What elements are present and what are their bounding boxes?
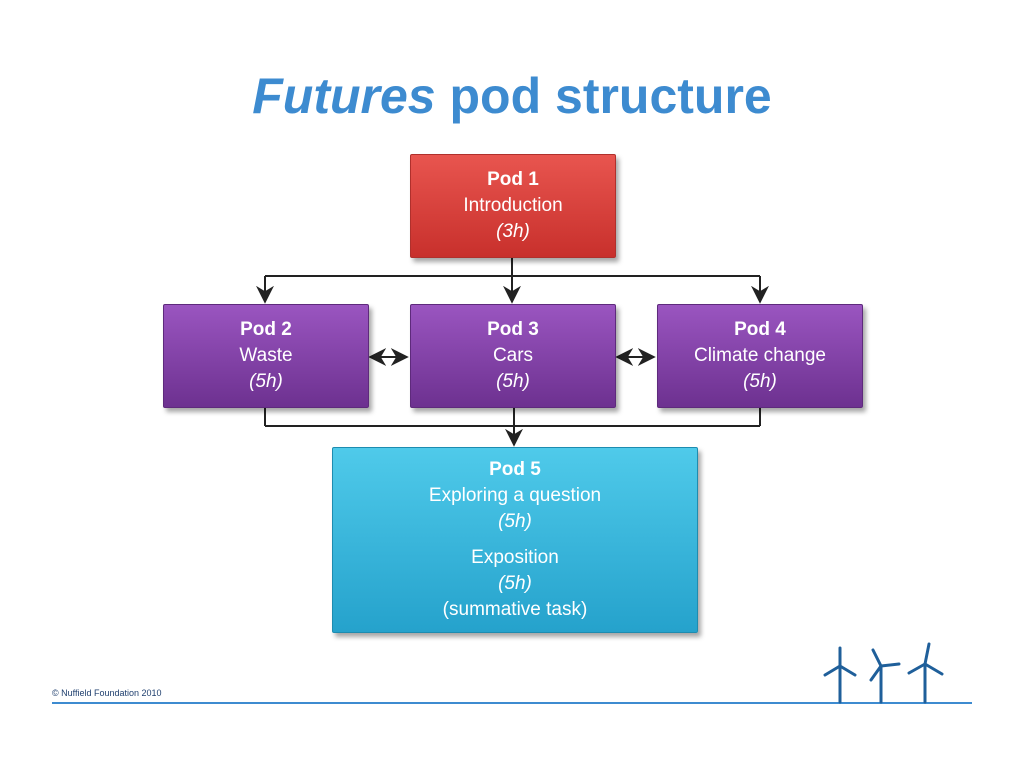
page-title: Futures pod structure — [0, 64, 1024, 128]
pod-3-hours: (5h) — [496, 371, 530, 392]
footer-divider — [52, 702, 972, 704]
pod-4-hours: (5h) — [743, 371, 777, 392]
pod-1-name: Pod 1 — [487, 169, 539, 190]
pod-4-box: Pod 4 Climate change (5h) — [657, 304, 863, 408]
pod-2-hours: (5h) — [249, 371, 283, 392]
pod-5-topic: Exploring a question — [428, 485, 602, 506]
wind-turbine-icon — [823, 646, 857, 704]
wind-turbine-icon — [907, 642, 944, 704]
wind-turbines-logo — [823, 642, 944, 704]
copyright-footer: © Nuffield Foundation 2010 — [52, 688, 162, 698]
pod-3-box: Pod 3 Cars (5h) — [410, 304, 616, 408]
title-italic: Futures — [252, 68, 436, 124]
pod-1-topic: Introduction — [463, 195, 563, 216]
pod-2-topic: Waste — [239, 345, 293, 366]
pod-5-note: (summative task) — [442, 599, 588, 620]
pod-4-topic: Climate change — [693, 345, 827, 366]
pod-5-topic2: Exposition — [471, 547, 559, 568]
pod-1-hours: (3h) — [496, 221, 530, 242]
pod-1-box: Pod 1 Introduction (3h) — [410, 154, 616, 258]
pod-5-name: Pod 5 — [489, 459, 541, 480]
pod-4-name: Pod 4 — [734, 319, 786, 340]
pod-5-hours: (5h) — [498, 511, 532, 532]
pod-5-box: Pod 5 Exploring a question (5h) Expositi… — [332, 447, 698, 633]
pod-2-name: Pod 2 — [240, 319, 292, 340]
wind-turbine-icon — [869, 648, 901, 704]
pod-5-hours2: (5h) — [498, 573, 532, 594]
pod-3-name: Pod 3 — [487, 319, 539, 340]
title-rest: pod structure — [449, 68, 772, 124]
pod-2-box: Pod 2 Waste (5h) — [163, 304, 369, 408]
pod-3-topic: Cars — [492, 345, 534, 366]
